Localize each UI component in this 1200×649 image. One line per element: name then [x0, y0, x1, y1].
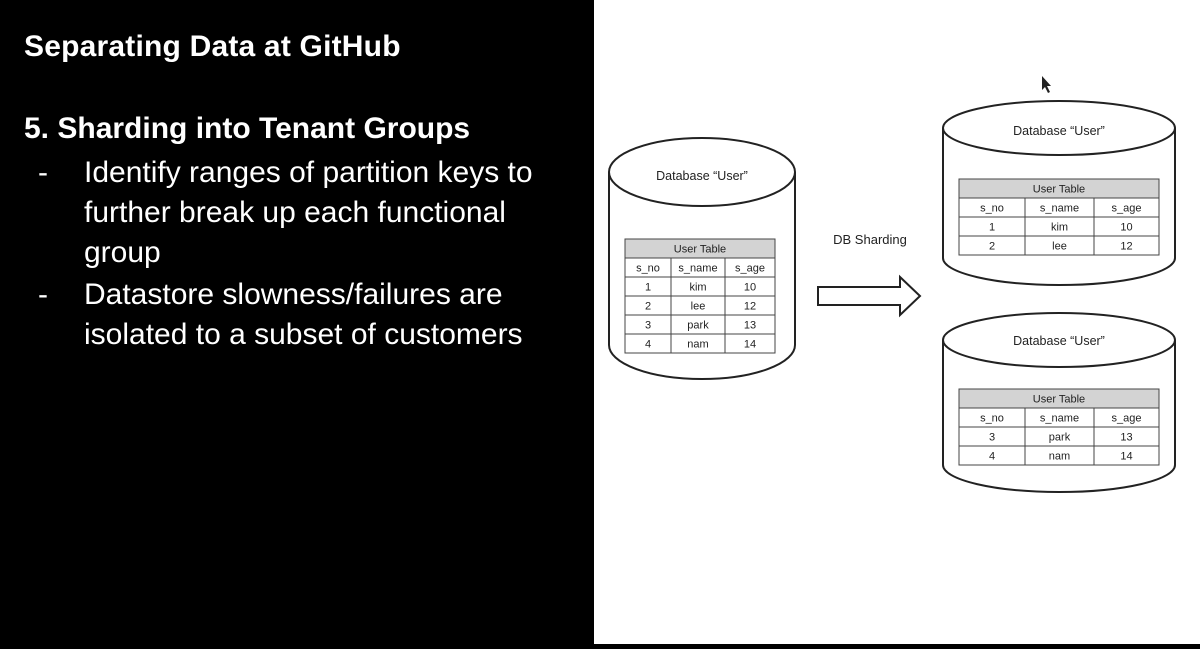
table-cell: park	[1049, 431, 1071, 443]
sharding-arrow: DB Sharding	[817, 232, 922, 318]
sharding-diagram: Database “User” User Table s_no s_name s_ag…	[608, 76, 1176, 493]
table-cell: 1	[645, 281, 651, 293]
table-cell: 12	[1120, 240, 1132, 252]
table-title: User Table	[1033, 393, 1085, 405]
table-cell: 3	[645, 319, 651, 331]
table-cell: 12	[744, 300, 756, 312]
table-cell: 2	[989, 240, 995, 252]
db-label: Database “User”	[1013, 334, 1105, 348]
table-cell: 14	[1120, 450, 1132, 462]
table-title: User Table	[1033, 183, 1085, 195]
table-cell: 3	[989, 431, 995, 443]
table-cell: 4	[989, 450, 995, 462]
table-cell: 1	[989, 221, 995, 233]
bullet-text: Identify ranges of partition keys to fur…	[84, 156, 533, 269]
table-header: s_age	[735, 262, 765, 274]
slide-text-panel: Separating Data at GitHub 5. Sharding in…	[0, 0, 594, 644]
table-cell: 10	[1120, 221, 1132, 233]
table-grid	[624, 238, 776, 354]
section-title: 5. Sharding into Tenant Groups	[24, 112, 471, 145]
table-cell: 10	[744, 281, 756, 293]
table-cell: nam	[1049, 450, 1070, 462]
table-cell: kim	[1051, 221, 1068, 233]
cylinder-top	[942, 100, 1176, 156]
table-cell: 14	[744, 338, 756, 350]
mouse-cursor-icon	[1042, 76, 1051, 93]
table-cell: 13	[1120, 431, 1132, 443]
table-header: s_no	[980, 412, 1004, 424]
table-header: s_age	[1112, 202, 1142, 214]
table-cell: lee	[691, 300, 706, 312]
table-cell: kim	[689, 281, 706, 293]
diagram-panel: Database “User” User Table s_no s_name s_ag…	[594, 0, 1200, 644]
slide-title: Separating Data at GitHub	[24, 30, 401, 63]
user-table: User Table s_no s_name s_age 3 park 13 4 nam 14	[958, 388, 1160, 466]
source-database: Database “User” User Table s_no s_name s_ag…	[608, 137, 796, 380]
table-cell: 4	[645, 338, 651, 350]
table-cell: lee	[1052, 240, 1067, 252]
right-arrow-icon	[817, 274, 922, 318]
db-label: Database “User”	[656, 169, 748, 183]
table-grid	[958, 178, 1160, 256]
table-header: s_name	[1040, 202, 1079, 214]
cylinder-top	[608, 137, 796, 207]
cylinder-top	[942, 312, 1176, 368]
table-header: s_no	[636, 262, 660, 274]
bullet-text: Datastore slowness/failures are isolated…	[84, 278, 523, 351]
table-header: s_age	[1112, 412, 1142, 424]
table-grid	[958, 388, 1160, 466]
table-cell: 13	[744, 319, 756, 331]
table-header: s_name	[1040, 412, 1079, 424]
arrow-label: DB Sharding	[833, 232, 907, 247]
table-cell: nam	[687, 338, 708, 350]
table-header: s_no	[980, 202, 1004, 214]
db-label: Database “User”	[1013, 124, 1105, 138]
bullet-dash: -	[38, 278, 48, 311]
user-table: User Table s_no s_name s_age 1 kim 10 2 lee 12 3 pa…	[624, 238, 776, 354]
user-table: User Table s_no s_name s_age 1 kim 10 2 lee 12	[958, 178, 1160, 256]
table-title: User Table	[674, 243, 726, 255]
bullet-dash: -	[38, 156, 48, 189]
table-cell: 2	[645, 300, 651, 312]
shard-database-1: Database “User” User Table s_no s_name s_ag…	[942, 100, 1176, 286]
shard-database-2: Database “User” User Table s_no s_name s_ag…	[942, 312, 1176, 493]
table-cell: park	[687, 319, 709, 331]
table-header: s_name	[678, 262, 717, 274]
